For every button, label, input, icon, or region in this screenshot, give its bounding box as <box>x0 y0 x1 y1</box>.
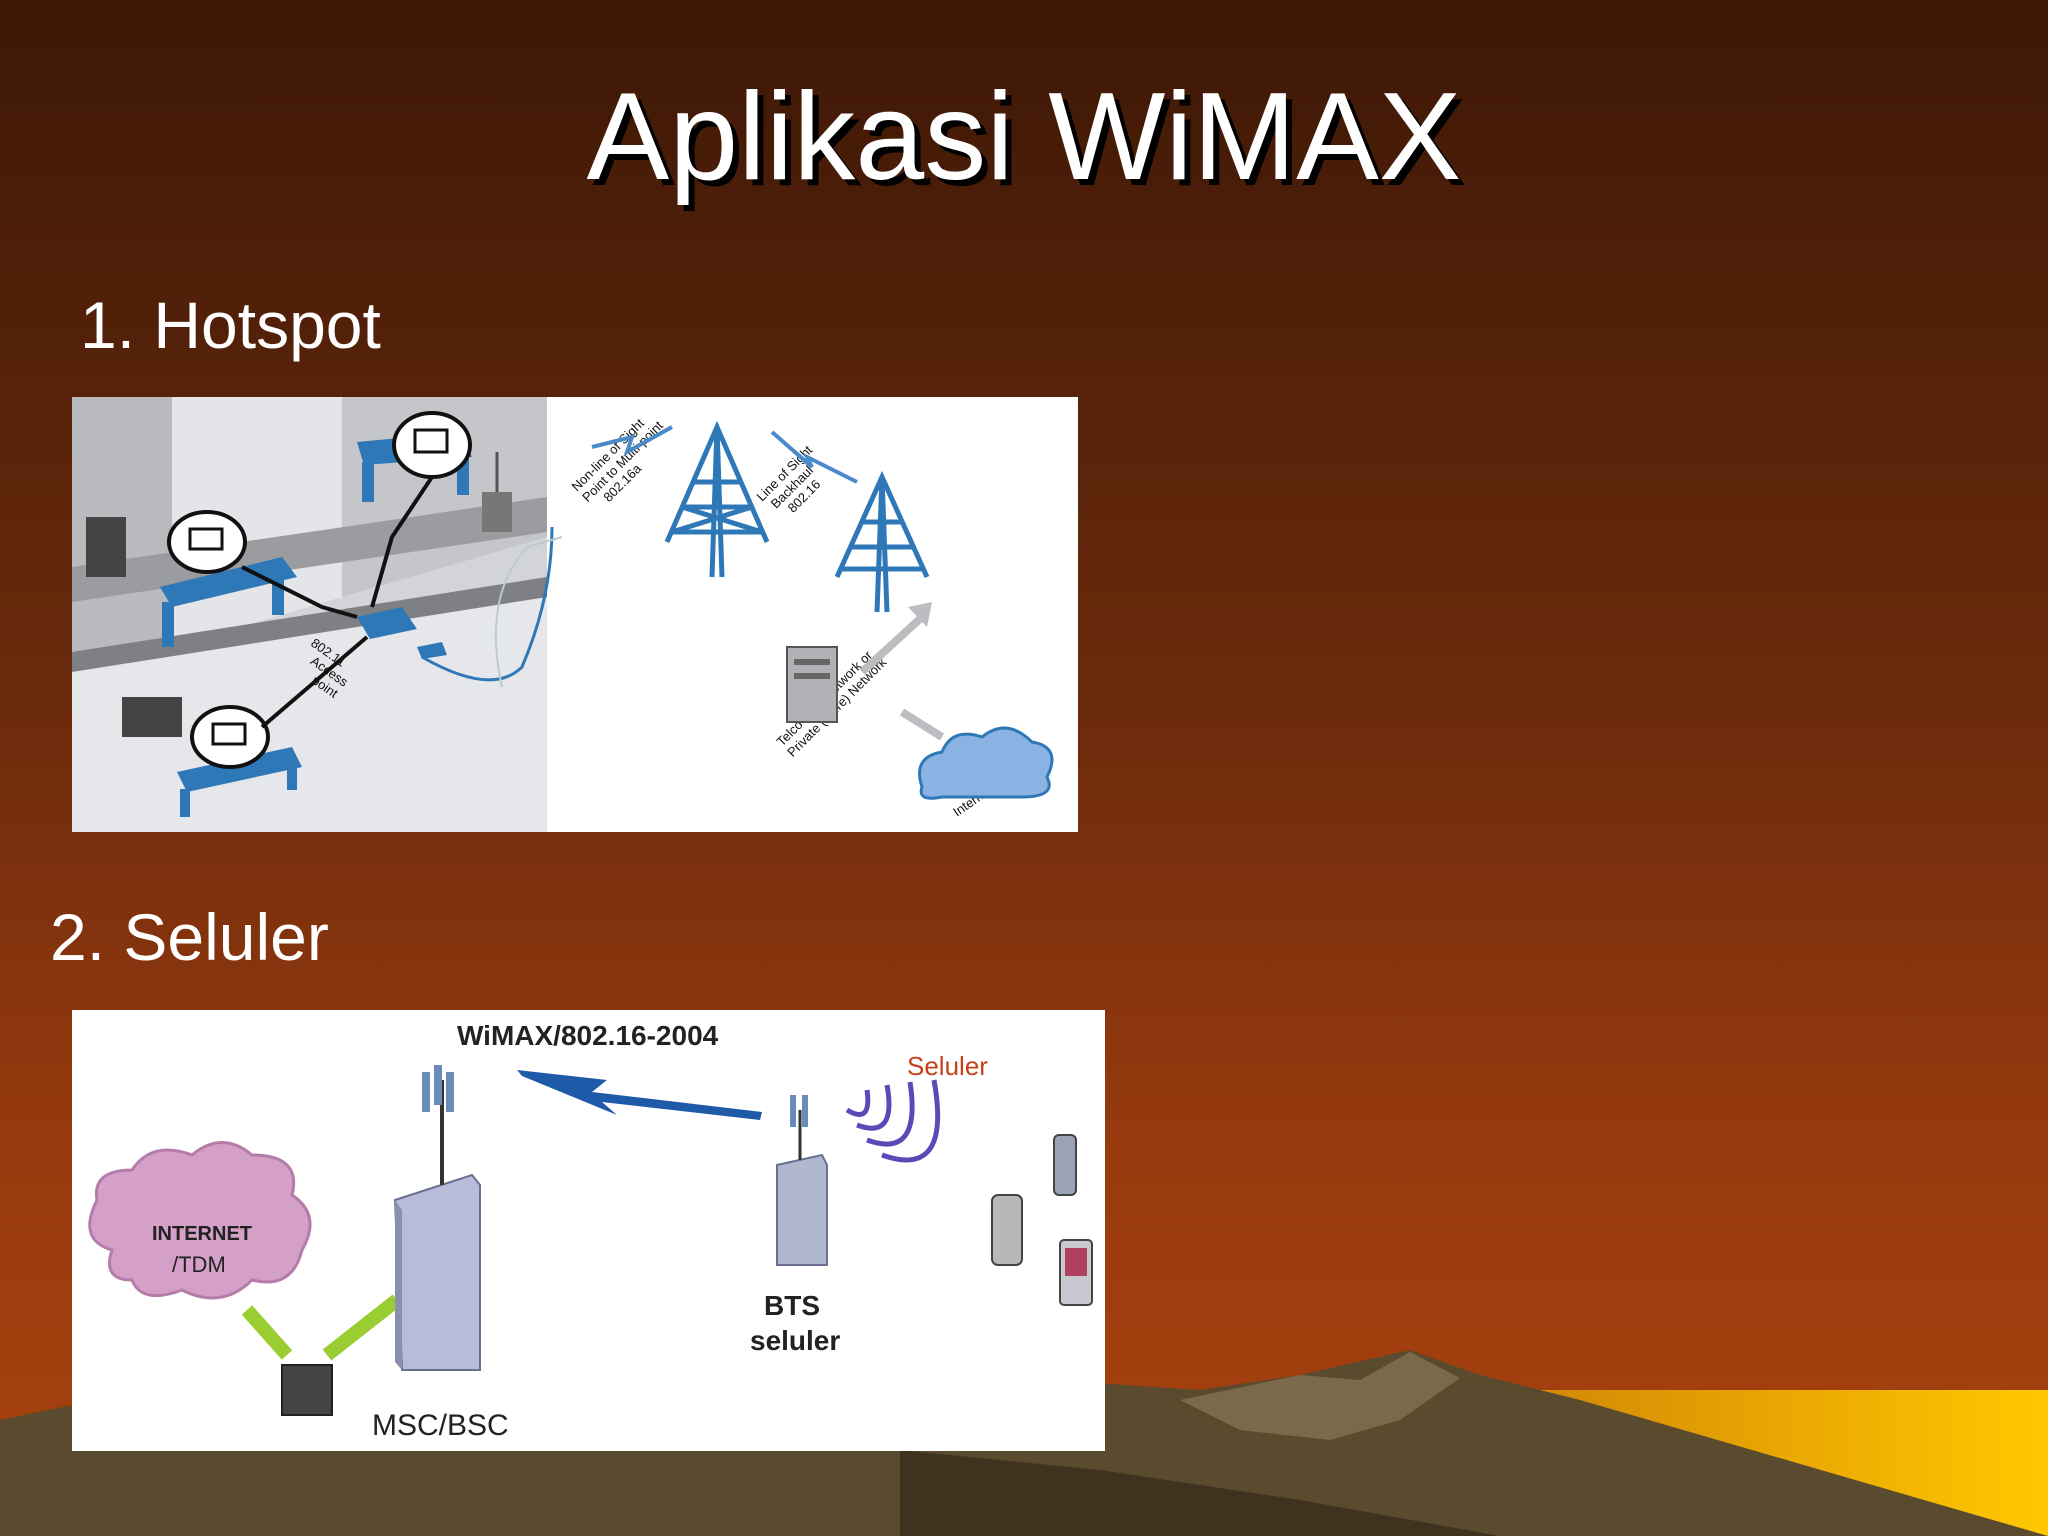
switch-icon <box>281 1364 333 1416</box>
access-point-icon <box>241 475 563 729</box>
laptop-icon <box>167 411 472 769</box>
msc-bsc-label: MSC/BSC <box>372 1409 509 1442</box>
tower-icon <box>664 420 770 578</box>
section-hotspot-heading: 1. Hotspot <box>80 288 381 362</box>
bts-label-1: BTS <box>764 1290 820 1321</box>
cloud-icon <box>918 726 1054 800</box>
msc-building-icon <box>393 1065 481 1371</box>
internet-label-1: INTERNET <box>152 1223 252 1245</box>
section-seluler-heading: 2. Seluler <box>50 900 329 974</box>
seluler-diagram: WiMAX/802.16-2004 INTERNET /TDM MSC/BSC … <box>72 1010 1105 1451</box>
internet-cloud <box>88 1141 312 1300</box>
seluler-label: Seluler <box>907 1051 988 1081</box>
wireless-link-bolt <box>517 1070 762 1120</box>
tower-icon <box>834 470 930 613</box>
building-illustration <box>72 397 547 832</box>
server-icon <box>786 646 838 723</box>
signal-waves-icon <box>845 1079 941 1163</box>
internet-label-2: /TDM <box>172 1252 226 1277</box>
slide-title: Aplikasi WiMAX <box>586 68 1462 206</box>
bts-label-2: seluler <box>750 1325 840 1356</box>
svg-text:Non-line of SightPoint to Mult: Non-line of SightPoint to Multi-point802… <box>569 407 677 515</box>
phone-icon <box>991 1134 1093 1306</box>
wimax-standard-label: WiMAX/802.16-2004 <box>457 1020 719 1051</box>
hotspot-diagram: 802.11Accesspoint Non-line of SightPoint… <box>72 397 1078 832</box>
bts-tower-icon <box>776 1095 828 1266</box>
